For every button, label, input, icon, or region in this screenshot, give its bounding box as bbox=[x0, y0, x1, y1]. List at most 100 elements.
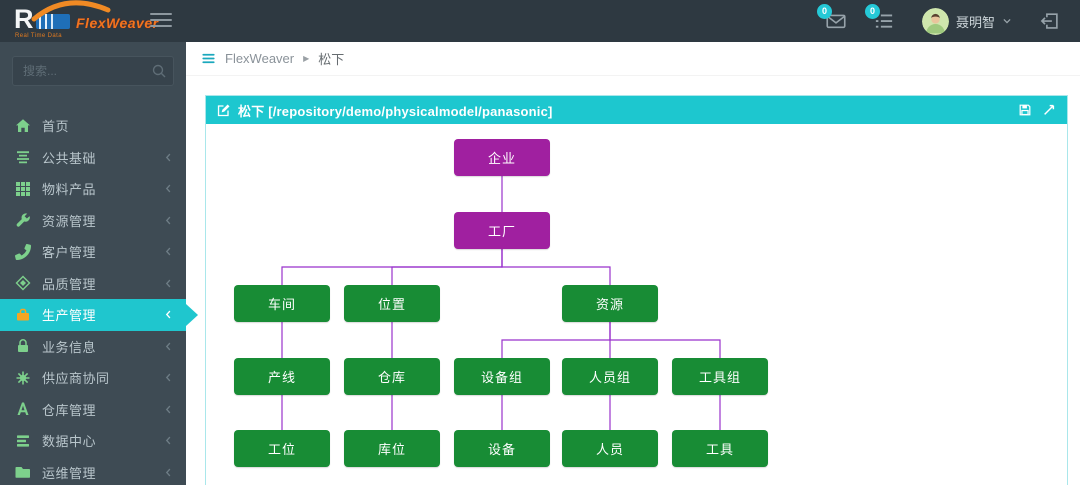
edit-icon[interactable] bbox=[216, 103, 231, 118]
chevron-left-icon bbox=[163, 215, 174, 226]
tasks-button[interactable]: 0 bbox=[864, 4, 894, 31]
sidebar-item-label: 资源管理 bbox=[42, 213, 97, 229]
folder-icon bbox=[15, 464, 31, 480]
chart-node-shebei[interactable]: 设备 bbox=[454, 430, 550, 467]
bars-icon bbox=[15, 433, 31, 449]
breadcrumb-root[interactable]: FlexWeaver bbox=[225, 51, 295, 66]
expand-icon[interactable] bbox=[1042, 103, 1057, 118]
chevron-left-icon bbox=[163, 404, 174, 415]
chevron-left-icon bbox=[163, 152, 174, 163]
sidebar-item-label: 物料产品 bbox=[42, 182, 97, 198]
sidebar-item-warehouse-mgmt[interactable]: 仓库管理 bbox=[0, 394, 186, 426]
chevron-left-icon bbox=[163, 341, 174, 352]
avatar bbox=[921, 7, 949, 35]
tasks-badge: 0 bbox=[864, 4, 880, 19]
messages-badge: 0 bbox=[816, 4, 832, 19]
active-item-arrow bbox=[186, 304, 198, 326]
list-icon bbox=[15, 149, 31, 165]
font-icon bbox=[15, 401, 31, 417]
chart-node-ziyuan[interactable]: 资源 bbox=[562, 285, 658, 322]
app-logo[interactable]: R Real Time Data FlexWeaver bbox=[14, 0, 184, 42]
sidebar-item-customer-mgmt[interactable]: 客户管理 bbox=[0, 236, 186, 268]
sidebar-item-public-base[interactable]: 公共基础 bbox=[0, 142, 186, 174]
logo-swoosh-icon bbox=[28, 0, 114, 22]
user-name: 聂明智 bbox=[955, 14, 995, 30]
sidebar-item-data-center[interactable]: 数据中心 bbox=[0, 425, 186, 457]
sidebar-item-label: 供应商协同 bbox=[42, 371, 110, 387]
sidebar-item-label: 运维管理 bbox=[42, 465, 97, 481]
gear-icon bbox=[15, 370, 31, 386]
chart-node-weizhi[interactable]: 位置 bbox=[344, 285, 440, 322]
user-menu[interactable]: 聂明智 bbox=[921, 7, 1012, 35]
lock-icon bbox=[15, 338, 31, 354]
sidebar-search bbox=[12, 56, 174, 86]
panel-title: 松下 [/repository/demo/physicalmodel/panas… bbox=[238, 103, 553, 119]
logo-tagline: Real Time Data bbox=[15, 33, 62, 39]
chart-node-renyuan[interactable]: 人员 bbox=[562, 430, 658, 467]
chart-node-chanxian[interactable]: 产线 bbox=[234, 358, 330, 395]
sidebar-menu: 首页公共基础物料产品资源管理客户管理品质管理生产管理业务信息供应商协同仓库管理数… bbox=[0, 110, 186, 485]
search-input[interactable] bbox=[12, 56, 174, 86]
logo-brand: FlexWeaver bbox=[76, 15, 159, 31]
sidebar-item-label: 生产管理 bbox=[42, 308, 97, 324]
sidebar-item-production-mgmt[interactable]: 生产管理 bbox=[0, 299, 186, 331]
sidebar-item-business-info[interactable]: 业务信息 bbox=[0, 331, 186, 363]
chevron-left-icon bbox=[163, 435, 174, 446]
chart-node-gongjuzu[interactable]: 工具组 bbox=[672, 358, 768, 395]
chevron-down-icon bbox=[1002, 16, 1012, 26]
breadcrumb: FlexWeaver ▶ 松下 bbox=[186, 42, 1080, 76]
chart-node-renyuanzu[interactable]: 人员组 bbox=[562, 358, 658, 395]
model-panel: 松下 [/repository/demo/physicalmodel/panas… bbox=[205, 95, 1068, 485]
sidebar-item-label: 首页 bbox=[42, 119, 70, 135]
sidebar-item-label: 业务信息 bbox=[42, 339, 97, 355]
breadcrumb-separator-icon: ▶ bbox=[303, 54, 310, 63]
envelope-icon bbox=[826, 11, 846, 31]
chart-node-chejian[interactable]: 车间 bbox=[234, 285, 330, 322]
chart-node-gongju[interactable]: 工具 bbox=[672, 430, 768, 467]
save-icon[interactable] bbox=[1018, 103, 1033, 118]
sidebar-item-home[interactable]: 首页 bbox=[0, 110, 186, 142]
sidebar-item-ops-mgmt[interactable]: 运维管理 bbox=[0, 457, 186, 485]
wrench-icon bbox=[15, 212, 31, 228]
chart-node-cangku[interactable]: 仓库 bbox=[344, 358, 440, 395]
sidebar-item-label: 客户管理 bbox=[42, 245, 97, 261]
chevron-left-icon bbox=[163, 246, 174, 257]
sidebar: 首页公共基础物料产品资源管理客户管理品质管理生产管理业务信息供应商协同仓库管理数… bbox=[0, 42, 186, 485]
sidebar-item-label: 数据中心 bbox=[42, 434, 97, 450]
breadcrumb-menu-icon[interactable] bbox=[201, 51, 216, 66]
top-navbar: R Real Time Data FlexWeaver 0 0 bbox=[0, 0, 1080, 42]
sidebar-item-label: 品质管理 bbox=[42, 276, 97, 292]
sidebar-toggle-icon[interactable] bbox=[150, 12, 176, 32]
logout-icon bbox=[1040, 11, 1060, 31]
panel-header: 松下 [/repository/demo/physicalmodel/panas… bbox=[206, 96, 1067, 124]
chevron-left-icon bbox=[163, 183, 174, 194]
search-icon[interactable] bbox=[151, 63, 167, 79]
chart-edges bbox=[281, 176, 721, 430]
chevron-left-icon bbox=[163, 372, 174, 383]
sidebar-item-label: 公共基础 bbox=[42, 150, 97, 166]
logo-r: R bbox=[14, 4, 34, 34]
sidebar-item-material-product[interactable]: 物料产品 bbox=[0, 173, 186, 205]
sidebar-item-resource-mgmt[interactable]: 资源管理 bbox=[0, 205, 186, 237]
chart-node-gongwei[interactable]: 工位 bbox=[234, 430, 330, 467]
home-icon bbox=[15, 118, 31, 134]
navbar-right: 0 0 聂明智 bbox=[816, 0, 1080, 42]
chart-node-qiye[interactable]: 企业 bbox=[454, 139, 550, 176]
org-chart: 企业工厂车间位置 资源产线仓库设备组人员组工具组工位库位设备人员工具 bbox=[206, 124, 1067, 485]
gem-icon bbox=[15, 275, 31, 291]
chevron-left-icon bbox=[163, 467, 174, 478]
chevron-left-icon bbox=[163, 278, 174, 289]
sidebar-item-quality-mgmt[interactable]: 品质管理 bbox=[0, 268, 186, 300]
chart-node-shebeizu[interactable]: 设备组 bbox=[454, 358, 550, 395]
sidebar-item-supplier-collab[interactable]: 供应商协同 bbox=[0, 362, 186, 394]
phone-icon bbox=[15, 243, 31, 260]
grid-icon bbox=[15, 181, 31, 197]
chart-node-kuwei[interactable]: 库位 bbox=[344, 430, 440, 467]
sidebar-item-label: 仓库管理 bbox=[42, 402, 97, 418]
logo-blue-box bbox=[36, 14, 70, 29]
chart-node-gongchang[interactable]: 工厂 bbox=[454, 212, 550, 249]
logout-button[interactable] bbox=[1040, 11, 1060, 31]
breadcrumb-current: 松下 bbox=[318, 52, 345, 67]
messages-button[interactable]: 0 bbox=[816, 4, 846, 31]
main-content: FlexWeaver ▶ 松下 松下 [/repository/demo/phy… bbox=[186, 42, 1080, 485]
